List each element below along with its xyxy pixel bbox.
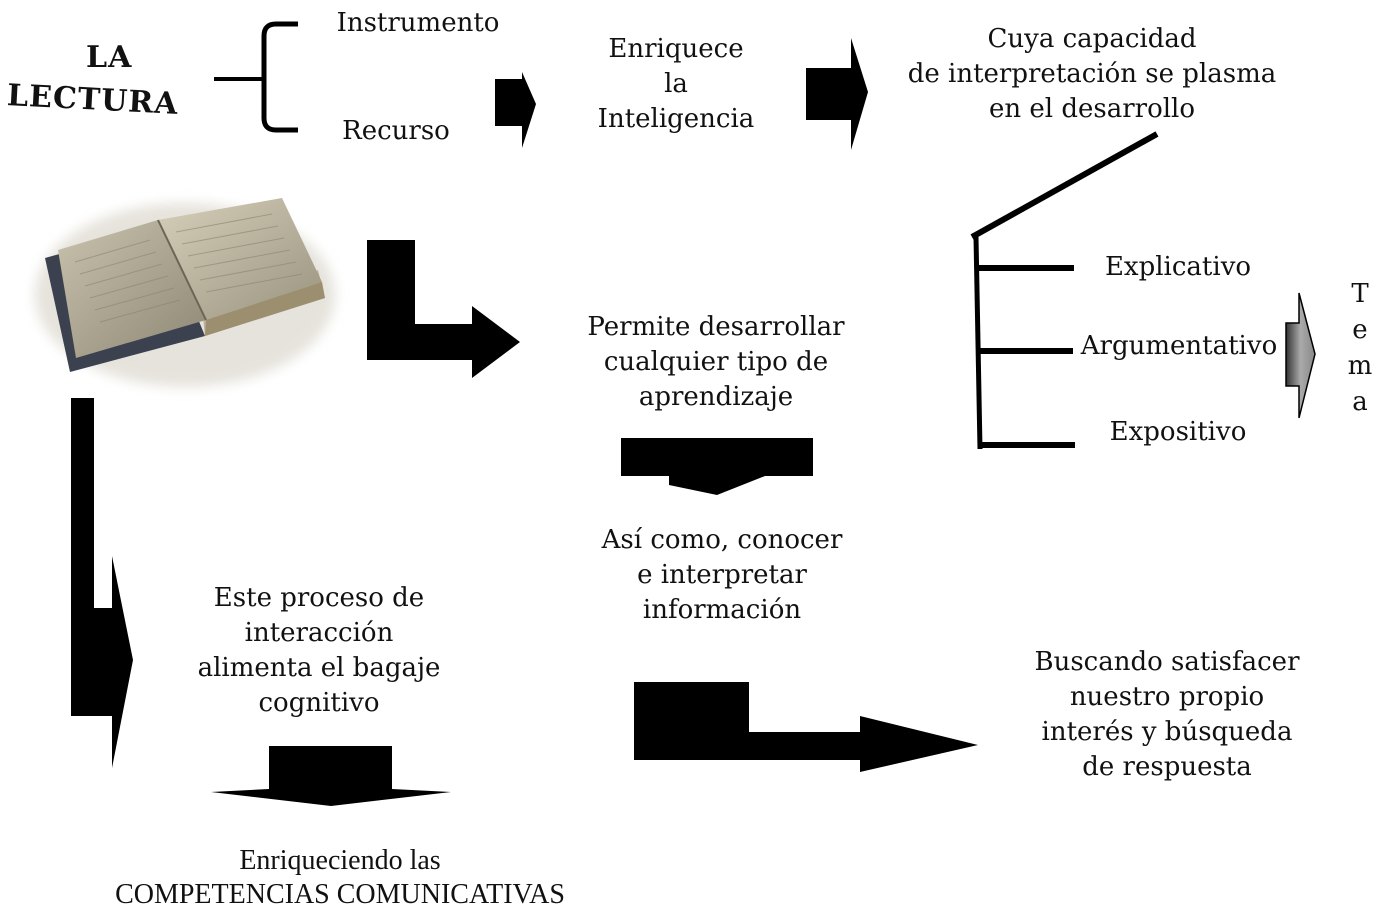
- arrow-to-asi-como: [621, 438, 813, 495]
- type-expositivo: Expositivo: [1109, 417, 1247, 447]
- item-recurso: Recurso: [342, 116, 450, 146]
- node-enriquece: Enriquece la Inteligencia: [597, 34, 755, 134]
- arrow-to-tema: [1285, 292, 1316, 419]
- arrow-to-competencias: [211, 746, 451, 806]
- arrow-to-permite: [367, 240, 520, 378]
- node-buscando: Buscando satisfacer nuestro propio inter…: [1034, 647, 1300, 782]
- type-argumentativo: Argumentativo: [1080, 331, 1278, 361]
- arrow-to-proceso: [71, 398, 133, 768]
- node-competencias: Enriqueciendo las COMPETENCIAS COMUNICAT…: [115, 845, 565, 910]
- branch-vertical: [973, 236, 983, 450]
- curly-bracket: [261, 21, 298, 133]
- item-instrumento: Instrumento: [336, 8, 500, 38]
- arrow-to-buscando: [634, 682, 978, 772]
- arrow-to-capacidad: [806, 38, 868, 150]
- node-proceso: Este proceso de interacción alimenta el …: [197, 583, 441, 718]
- title-la: LA: [86, 40, 133, 75]
- arrow-to-enriquece: [495, 72, 536, 148]
- tema-label: T e m a: [1347, 279, 1373, 417]
- type-explicativo: Explicativo: [1104, 252, 1252, 282]
- node-permite: Permite desarrollar cualquier tipo de ap…: [587, 312, 845, 412]
- capacidad-branch-line: [970, 131, 1159, 240]
- node-capacidad: Cuya capacidad de interpretación se plas…: [907, 24, 1277, 124]
- open-book-image: [35, 198, 335, 387]
- node-asi-como: Así como, conocer e interpretar informac…: [601, 525, 843, 625]
